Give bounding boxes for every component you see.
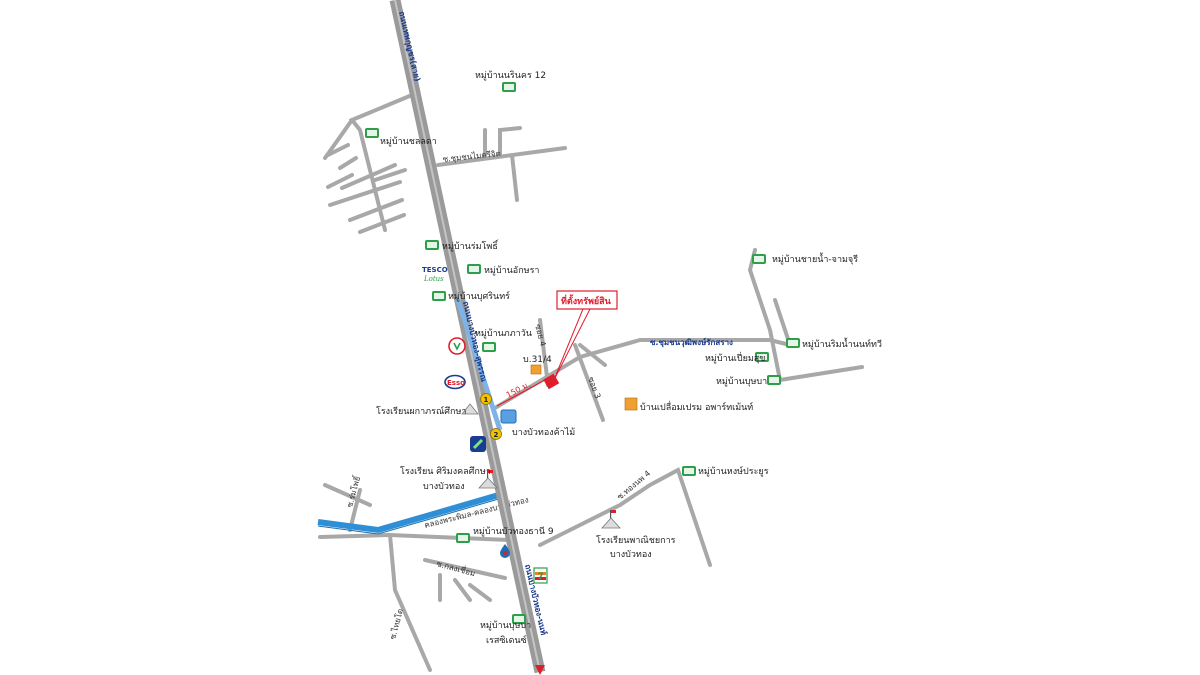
canal [317, 491, 503, 534]
village-busaba-res-label: หมู่บ้านบุษบา [480, 620, 531, 631]
village-bussaba-label: หมู่บ้านบุษบา [716, 376, 767, 387]
village-chaiyanam-label: หมู่บ้านชายน้ำ-จามจุรี [772, 252, 858, 265]
road-chollada-d [340, 163, 397, 190]
road-chollada-a [326, 143, 350, 157]
school-phanit-icon [601, 510, 621, 529]
target-pointer [552, 308, 584, 383]
svg-text:Esso: Esso [447, 379, 465, 387]
road-chollada-west [323, 118, 354, 160]
road-soi-4-label: ซอย 4 [533, 323, 548, 347]
school-phanit-label-2: บางบัวทอง [610, 550, 652, 560]
village-buasri-label: หมู่บ้านบุศรินทร์ [448, 290, 510, 302]
village-res-2-label: เรสซิเดนซ์ [486, 634, 527, 646]
school-sirimongkol-icon [478, 470, 498, 489]
market-label: บางบัวทองค้าไม้ [512, 427, 575, 438]
route-marker-1: 1 [480, 393, 492, 405]
road-chollada-b [338, 156, 358, 170]
route-marker-2: 2 [490, 428, 502, 440]
road-chollada-main [348, 93, 414, 232]
road-chollada-c [326, 173, 354, 189]
road-soi-upper-n [498, 126, 522, 157]
road-target-east [493, 338, 792, 410]
seven-eleven-logo: 7 [533, 567, 548, 584]
target-pointer-2 [552, 308, 591, 383]
village-phakawan-icon [482, 342, 496, 352]
road-soi-upper [436, 146, 567, 167]
road-chollada-g [358, 213, 406, 234]
road-se-main [538, 467, 712, 567]
road-soi-4 [538, 318, 550, 387]
target-distance: 150 ม. [505, 380, 532, 400]
apartment-icon [624, 397, 638, 411]
road-kanjana-b [453, 578, 472, 602]
village-romphot-label: หมู่บ้านร่มโพธิ์ [442, 239, 499, 252]
canal-edge [317, 497, 503, 535]
village-buasri-icon [432, 291, 446, 301]
svg-text:1: 1 [484, 396, 489, 404]
road-soi-east-label: ซ.ชุมชนวุฒิพงษ์รักสราง [650, 337, 733, 348]
road-left-south2 [388, 533, 432, 672]
target-callout-label: ที่ตั้งทรัพย์สิน [561, 294, 612, 307]
village-romphot-icon [425, 240, 439, 250]
south-arrow-icon [535, 665, 545, 675]
gas-station-icon [500, 544, 510, 558]
village-piamsuk-icon [755, 352, 769, 362]
esso-logo: Esso [444, 374, 466, 390]
village-busaba-res-icon [512, 614, 526, 624]
road-soi-3 [573, 343, 605, 422]
road-ne [747, 248, 864, 383]
road-left-north [323, 483, 372, 507]
apartment-label: บ้านเปลื่อมเปรม อพาร์ทเม้นท์ [640, 400, 753, 413]
village-piamsuk-label: หมู่บ้านเปี่ยมสุข [705, 351, 765, 364]
target-plot-no: บ.31/4 [523, 355, 552, 365]
market-icon [500, 409, 517, 424]
school-sirimongkol-label-1: โรงเรียน ศิริมงคลศึกษา [400, 466, 491, 477]
school-kanok-label: โรงเรียนผกาภรณ์ศึกษา [376, 405, 466, 417]
village-akara-label: หมู่บ้านอักษรา [484, 265, 539, 276]
village-buathong9-icon [456, 533, 470, 543]
target-marker [543, 373, 560, 390]
village-phakawan-label: หมู่บ้านภภาวัน [475, 328, 532, 339]
road-chollada-h [373, 168, 407, 182]
school-phanit-label-1: โรงเรียนพาณิชยการ [596, 535, 676, 546]
village-chollada-label: หมู่บ้านชลลดา [380, 136, 437, 147]
village-chollada-icon [365, 128, 379, 138]
side-roads [318, 93, 864, 672]
village-naris-icon [502, 82, 516, 92]
school-kanok-icon [461, 403, 479, 415]
village-hongprasert-icon [682, 466, 696, 476]
svg-text:7: 7 [538, 572, 544, 582]
bank-icon [448, 337, 466, 355]
lotus-label-fallback: Lotus [423, 275, 444, 283]
svg-text:2: 2 [494, 431, 499, 439]
road-ne-b [773, 298, 792, 347]
bank-logo-icon [470, 436, 486, 452]
road-soi-upper-s [510, 153, 519, 202]
village-rimnam-label: หมู่บ้านริมน้ำนนท์ทวี [802, 337, 882, 350]
road-chollada-e [328, 180, 402, 207]
road-south-left-label: ซ.ไทยโต [387, 608, 405, 641]
plot-building-icon [530, 364, 542, 375]
road-kanjana [423, 558, 507, 580]
target-callout [556, 290, 618, 310]
main-road-highlight [455, 299, 503, 431]
village-chaiyanam-icon [752, 254, 766, 264]
road-soi-3b [578, 343, 607, 367]
road-soi-3-label: ซอย 3 [586, 376, 602, 400]
village-naris-label: หมู่บ้านนรินคร 12 [475, 70, 546, 81]
road-left-soi [348, 488, 362, 532]
road-chollada-f [348, 198, 404, 222]
village-rimnam-icon [786, 338, 800, 348]
village-akara-icon [467, 264, 481, 274]
tesco-lotus-logo: TESCO [422, 266, 448, 274]
target-distance-line [496, 379, 546, 407]
village-markers: หมู่บ้านนรินคร 12 หมู่บ้านชลลดา หมู่บ้าน… [365, 70, 882, 646]
tesco-label: TESCO [422, 266, 448, 274]
village-bussaba-icon [767, 375, 781, 385]
road-kanjana-c [468, 583, 492, 602]
school-sirimongkol-label-2: บางบัวทอง [423, 482, 465, 492]
village-buathong9-label: หมู่บ้านบัวทองธานี 9 [473, 526, 554, 537]
village-hongprasert-label: หมู่บ้านหงษ์ประยูร [698, 465, 769, 477]
